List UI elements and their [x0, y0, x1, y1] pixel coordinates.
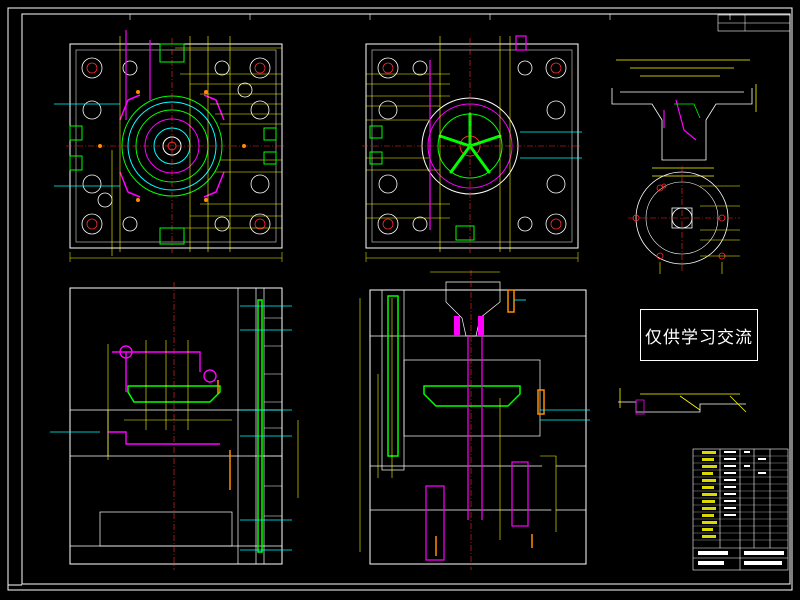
part-detail-bottom [618, 388, 747, 415]
watermark-label: 仅供学习交流 [640, 309, 758, 361]
plan-view-right [362, 35, 582, 262]
part-detail-top [611, 59, 757, 177]
frame-corner-label [717, 14, 791, 32]
plan-view-left [54, 30, 286, 262]
title-block [692, 448, 789, 571]
title-block-rows [693, 455, 788, 541]
front-section-left [50, 282, 299, 570]
title-block-fill [702, 451, 717, 538]
title-block-text-marks [698, 451, 784, 565]
frame-ruler [129, 14, 731, 20]
part-detail-middle [628, 166, 740, 274]
drawing-frame [7, 7, 793, 591]
front-section-right [359, 270, 590, 570]
